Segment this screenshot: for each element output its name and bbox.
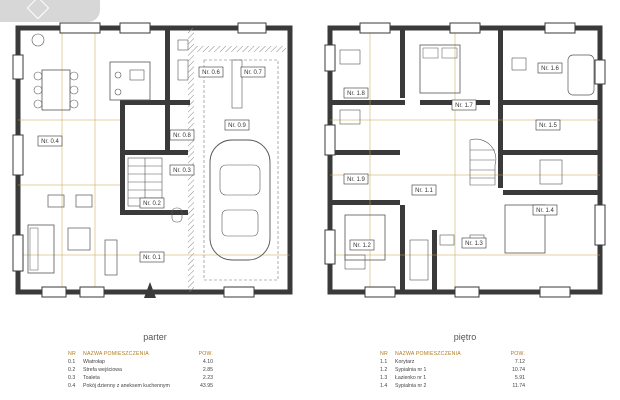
table-row: 1.2 Sypialnia nr 1 10.74 bbox=[380, 367, 525, 373]
upper-floor-caption: piętro bbox=[454, 332, 477, 342]
upper-floor-room-table: NR NAZWA POMIESZCZENIA POW. 1.1 Korytarz… bbox=[380, 350, 525, 390]
ground-floor-caption: parter bbox=[143, 332, 167, 342]
ground-floor-plan: Nr. 0.6 Nr. 0.7 Nr. 0.4 Nr. 0.8 Nr. 0.9 … bbox=[12, 22, 293, 298]
col-name: NAZWA POMIESZCZENIA bbox=[83, 351, 149, 357]
entrance-arrow-icon bbox=[144, 282, 156, 298]
car-icon bbox=[209, 139, 271, 261]
room-tag-1-4: Nr. 1.4 bbox=[536, 208, 554, 214]
col-nr: NR bbox=[380, 351, 388, 357]
table-row: 0.2 Strefa wejściowa 2.85 bbox=[68, 367, 213, 373]
table-row: 0.4 Pokój dzienny z aneksem kuchennym 43… bbox=[68, 383, 213, 389]
room-tag-0-1: Nr. 0.1 bbox=[143, 255, 161, 261]
col-area: POW. bbox=[198, 351, 213, 357]
room-tag-1-2: Nr. 1.2 bbox=[353, 243, 371, 249]
table-row: 1.1 Korytarz 7.12 bbox=[380, 359, 525, 365]
col-name: NAZWA POMIESZCZENIA bbox=[395, 351, 461, 357]
table-header: NR NAZWA POMIESZCZENIA POW. bbox=[380, 350, 525, 358]
room-tag-1-1: Nr. 1.1 bbox=[415, 188, 433, 194]
table-header: NR NAZWA POMIESZCZENIA POW. bbox=[68, 350, 213, 358]
room-tag-1-3: Nr. 1.3 bbox=[465, 241, 483, 247]
watermark-corner bbox=[0, 0, 100, 22]
room-tag-1-6: Nr. 1.6 bbox=[541, 66, 559, 72]
room-tag-0-4: Nr. 0.4 bbox=[41, 139, 59, 145]
ground-garage-wall bbox=[188, 28, 194, 292]
room-tag-0-9: Nr. 0.9 bbox=[228, 123, 246, 129]
col-area: POW. bbox=[510, 351, 525, 357]
table-row: 1.3 Łazienko nr 1 5.91 bbox=[380, 375, 525, 381]
room-tag-1-5: Nr. 1.5 bbox=[539, 123, 557, 129]
table-row: 0.1 Wiatrołap 4.10 bbox=[68, 359, 213, 365]
room-tag-1-9: Nr. 1.9 bbox=[347, 177, 365, 183]
room-tag-0-7: Nr. 0.7 bbox=[244, 70, 262, 76]
table-row: 0.3 Toaleta 2.23 bbox=[68, 375, 213, 381]
room-tag-1-7: Nr. 1.7 bbox=[455, 103, 473, 109]
room-tag-0-6: Nr. 0.6 bbox=[202, 70, 220, 76]
room-tag-0-8: Nr. 0.8 bbox=[173, 133, 191, 139]
room-tag-0-2: Nr. 0.2 bbox=[143, 201, 161, 207]
table-row: 1.4 Sypialnia nr 2 11.74 bbox=[380, 383, 525, 389]
room-tag-0-3: Nr. 0.3 bbox=[173, 168, 191, 174]
upper-floor-plan: Nr. 1.6 Nr. 1.8 Nr. 1.7 Nr. 1.5 Nr. 1.9 … bbox=[324, 22, 606, 298]
col-nr: NR bbox=[68, 351, 76, 357]
ground-floor-room-table: NR NAZWA POMIESZCZENIA POW. 0.1 Wiatroła… bbox=[68, 350, 213, 390]
room-tag-1-8: Nr. 1.8 bbox=[347, 91, 365, 97]
